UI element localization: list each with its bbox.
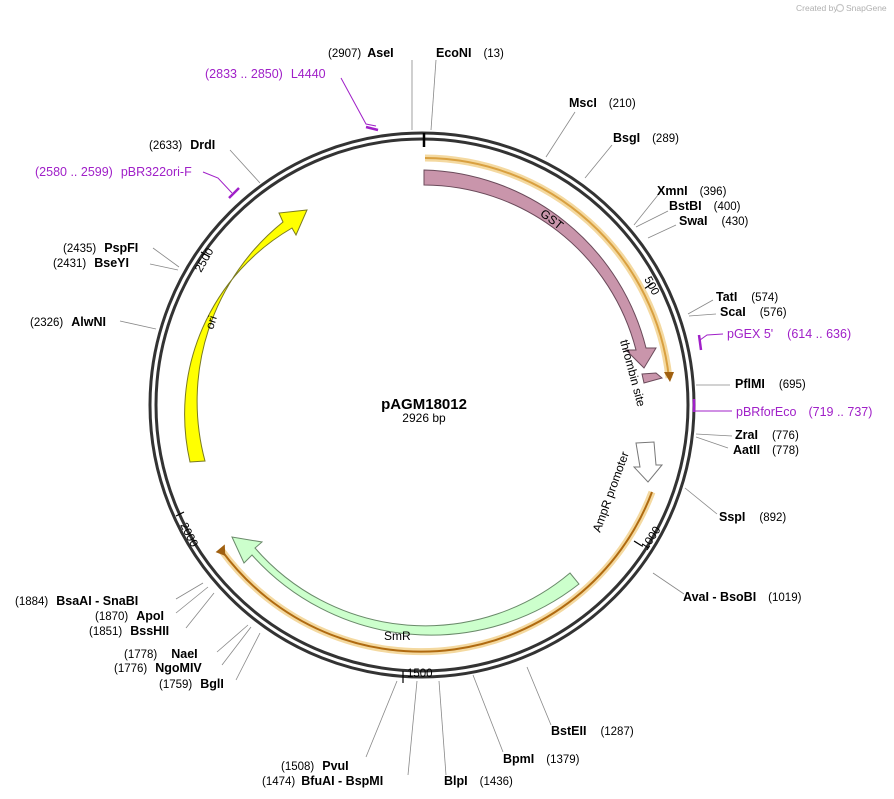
credit-brand: SnapGene (846, 3, 887, 13)
enzyme-bpmi[interactable]: BpmI(1379) (503, 752, 580, 766)
enzyme-scai[interactable]: ScaI(576) (720, 305, 787, 319)
feature-ori-label: ori (202, 314, 219, 331)
enzyme-bsgi[interactable]: BsgI(289) (613, 131, 679, 145)
feature-ampr-promoter[interactable] (632, 441, 664, 483)
enzyme-drdi[interactable]: (2633)DrdI (149, 138, 215, 152)
backbone-inner-ring (154, 137, 690, 673)
tick-2000-label: 2000 (177, 521, 199, 549)
orf-arrows (215, 154, 674, 656)
primers: (2833 .. 2850)L4440 (2580 .. 2599)pBR322… (35, 67, 872, 419)
enzyme-pflmi[interactable]: PflMI(695) (735, 377, 806, 391)
tick-1500-label: 1500 (407, 668, 433, 680)
tick-2000-mark (175, 511, 185, 517)
enzyme-aatii[interactable]: AatII(778) (733, 443, 799, 457)
enzyme-avai-bsobi[interactable]: AvaI - BsoBI(1019) (683, 590, 802, 604)
feature-smr-label: SmR (384, 629, 411, 643)
enzyme-bsaai-snabi[interactable]: (1884)BsaAI - SnaBI (15, 594, 138, 608)
primer-pgex5[interactable]: pGEX 5'(614 .. 636) (727, 327, 851, 341)
feature-thrombin-site[interactable] (641, 372, 664, 384)
primer-pbr322ori-f-mark (228, 187, 240, 199)
enzyme-apoi[interactable]: (1870)ApoI (95, 609, 164, 623)
orf-arrowhead-bottom (215, 544, 226, 556)
enzyme-ngomiv[interactable]: (1776)NgoMIV (114, 661, 202, 675)
plasmid-length: 2926 bp (402, 411, 446, 425)
enzyme-bsteii[interactable]: BstEII(1287) (551, 724, 634, 738)
enzyme-pspfi[interactable]: (2435)PspFI (63, 241, 138, 255)
enzyme-bsshii[interactable]: (1851)BssHII (89, 624, 169, 638)
tick-500-mark (643, 282, 654, 290)
enzyme-aseI[interactable]: (2907)AseI (328, 46, 394, 60)
credit-prefix: Created by (796, 3, 838, 13)
feature-ampr-promoter-label: AmpR promoter (590, 450, 632, 534)
enzyme-econi[interactable]: EcoNI(13) (436, 46, 504, 60)
enzyme-leader-lines (119, 59, 733, 776)
enzyme-alwni[interactable]: (2326)AlwNI (30, 315, 106, 329)
enzyme-xmni[interactable]: XmnI(396) (657, 184, 727, 198)
feature-gst[interactable] (423, 169, 657, 369)
orf-arrow-bottom (221, 491, 653, 653)
primer-pgex5-mark (697, 334, 703, 351)
enzyme-pvui[interactable]: (1508)PvuI (281, 759, 349, 773)
enzyme-blpi[interactable]: BlpI(1436) (444, 774, 513, 788)
enzyme-swai[interactable]: SwaI(430) (679, 214, 749, 228)
feature-ori[interactable] (184, 209, 308, 463)
enzyme-bseyi[interactable]: (2431)BseYI (53, 256, 129, 270)
enzyme-bstbi[interactable]: BstBI(400) (669, 199, 741, 213)
enzyme-bgli[interactable]: (1759)BglI (159, 677, 224, 691)
enzyme-zrai[interactable]: ZraI(776) (735, 428, 799, 442)
primer-pbrforeco[interactable]: pBRforEco(719 .. 737) (736, 405, 872, 419)
enzyme-labels: (2907)AseI EcoNI(13) MscI(210) BsgI(289)… (15, 46, 806, 788)
enzyme-naei[interactable]: (1778)NaeI (124, 647, 198, 661)
enzyme-msci[interactable]: MscI(210) (569, 96, 636, 110)
primer-l4440[interactable]: (2833 .. 2850)L4440 (205, 67, 326, 81)
enzyme-sspi[interactable]: SspI(892) (719, 510, 786, 524)
snapgene-credit: Created by SnapGene (796, 3, 887, 13)
primer-l4440-mark (365, 125, 379, 132)
tick-2500-mark (200, 251, 211, 258)
plasmid-name: pAGM18012 (381, 396, 467, 413)
orf-arrowhead-top (664, 372, 674, 382)
primer-pbr322ori-f[interactable]: (2580 .. 2599)pBR322ori-F (35, 165, 192, 179)
feature-smr[interactable] (231, 536, 580, 636)
enzyme-bfuai-bspmi[interactable]: (1474)BfuAI - BspMI (262, 774, 383, 788)
plasmid-center-label: pAGM18012 2926 bp (381, 396, 467, 425)
primer-l4440-leader (340, 77, 377, 127)
snapgene-logo-icon (835, 3, 845, 13)
primer-pbr322ori-f-leader (202, 171, 233, 194)
primer-pgex5-leader (699, 333, 724, 341)
orf-arrow-top (424, 157, 670, 379)
tick-1000-mark (633, 540, 643, 547)
enzyme-tati[interactable]: TatI(574) (716, 290, 778, 304)
